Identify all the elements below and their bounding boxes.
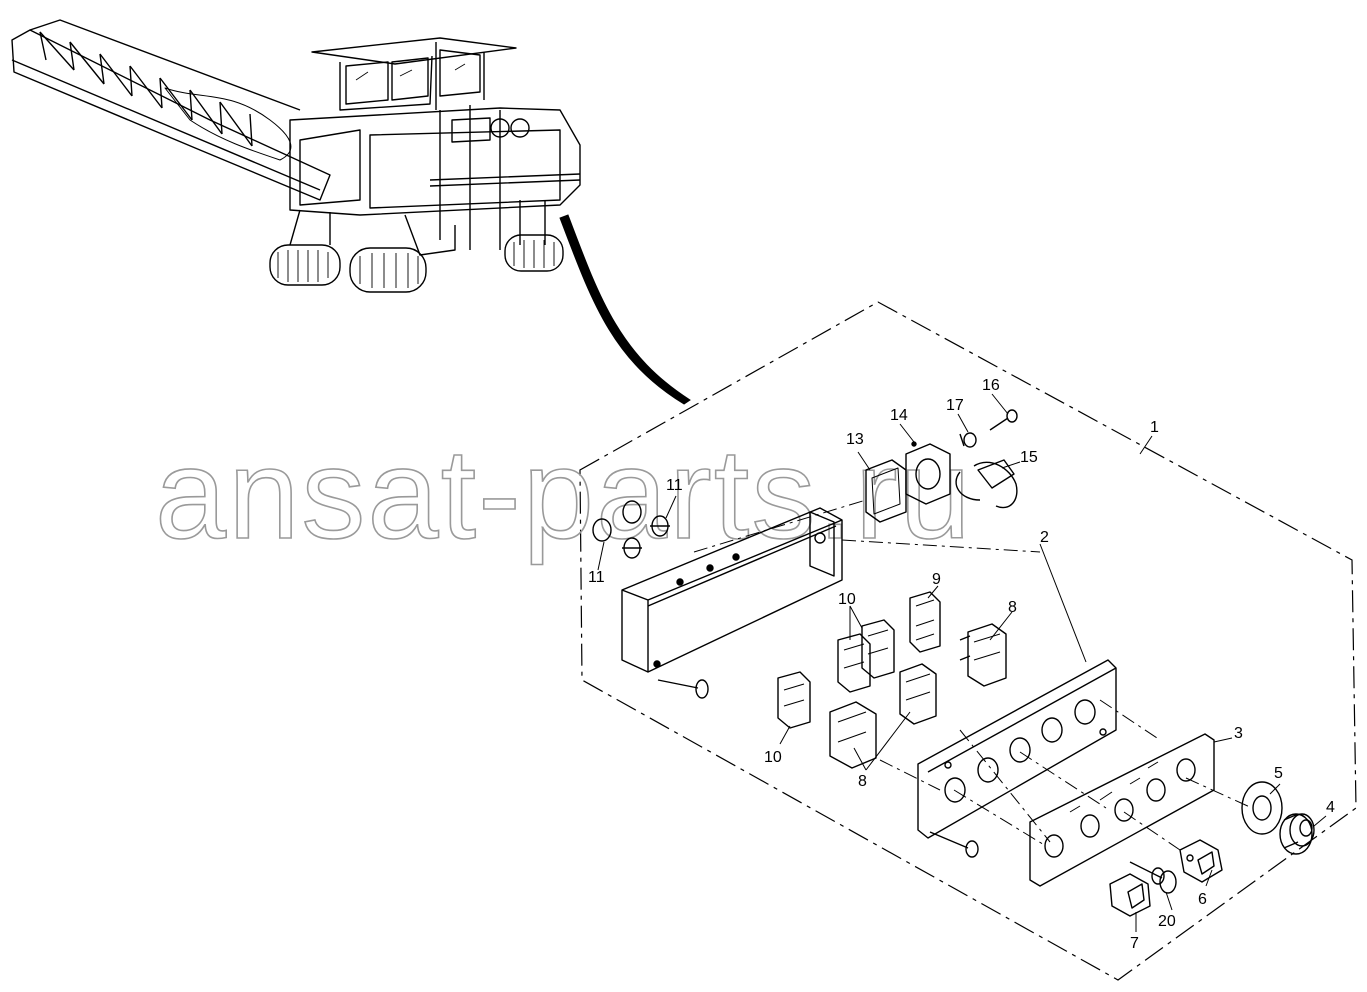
callout-10-top: 10: [838, 591, 856, 608]
callout-15: 15: [1020, 449, 1038, 466]
callout-8-bottom: 8: [858, 773, 867, 790]
terminal-block-left: [592, 500, 670, 559]
callout-9: 9: [932, 571, 941, 588]
callout-3: 3: [1234, 725, 1243, 742]
contact-block-10-a: [861, 619, 895, 679]
contact-block-8-top: [959, 623, 1007, 687]
contact-block-10-b: [837, 633, 871, 693]
callout-14: 14: [890, 407, 908, 424]
conveyor-boom: [11, 19, 331, 201]
contact-block-8-lower: [829, 701, 877, 769]
assembly-boundary-dashed: [579, 301, 1357, 981]
indicator-lamp: [1129, 861, 1177, 894]
contact-block-9: [909, 591, 941, 653]
callout-labels: 1 2 3 4 5 6 7 8 8 9 10 10 11 11 13 14 15…: [588, 377, 1335, 952]
bolt-bottom-head: [965, 840, 979, 858]
assembly-dash-lines: [693, 499, 1253, 851]
screw: [989, 409, 1018, 431]
push-button: [1279, 813, 1315, 855]
callout-1: 1: [1150, 419, 1159, 436]
milling-machine-illustration: [11, 19, 581, 293]
detail-leader-curve: [559, 214, 691, 405]
watermark-text: ansat-parts.ru: [155, 423, 973, 566]
machine-body: [289, 105, 581, 256]
callout-5: 5: [1274, 765, 1283, 782]
connector-plug-cable: [955, 459, 1018, 509]
callout-13: 13: [846, 431, 864, 448]
bolt-bottom: [929, 831, 969, 849]
housing-box: [621, 507, 843, 673]
callout-10-bottom: 10: [764, 749, 782, 766]
callout-11-bottom: 11: [588, 569, 605, 586]
callout-20: 20: [1158, 913, 1176, 930]
callout-2: 2: [1040, 529, 1049, 546]
selector-switch-right: [1179, 839, 1223, 883]
callout-16: 16: [982, 377, 1000, 394]
callout-8-top: 8: [1008, 599, 1017, 616]
label-plate: [1029, 733, 1215, 887]
gasket-plate: [865, 459, 907, 523]
callout-7: 7: [1130, 935, 1139, 952]
callout-6: 6: [1198, 891, 1207, 908]
front-plate: [917, 659, 1117, 839]
callout-17: 17: [946, 397, 964, 414]
contact-block-10-lower: [777, 671, 811, 729]
callout-leaders: [597, 393, 1327, 932]
bolt-lower-left: [657, 679, 709, 699]
callout-11-top: 11: [666, 477, 683, 494]
sealing-ring: [1241, 781, 1283, 835]
operator-cab: [311, 37, 517, 111]
selector-switch-left: [1109, 873, 1151, 917]
callout-4: 4: [1326, 799, 1335, 816]
seal-washer: [959, 432, 977, 448]
crawler-tracks: [269, 234, 564, 293]
contact-block-8-mid: [899, 663, 937, 725]
